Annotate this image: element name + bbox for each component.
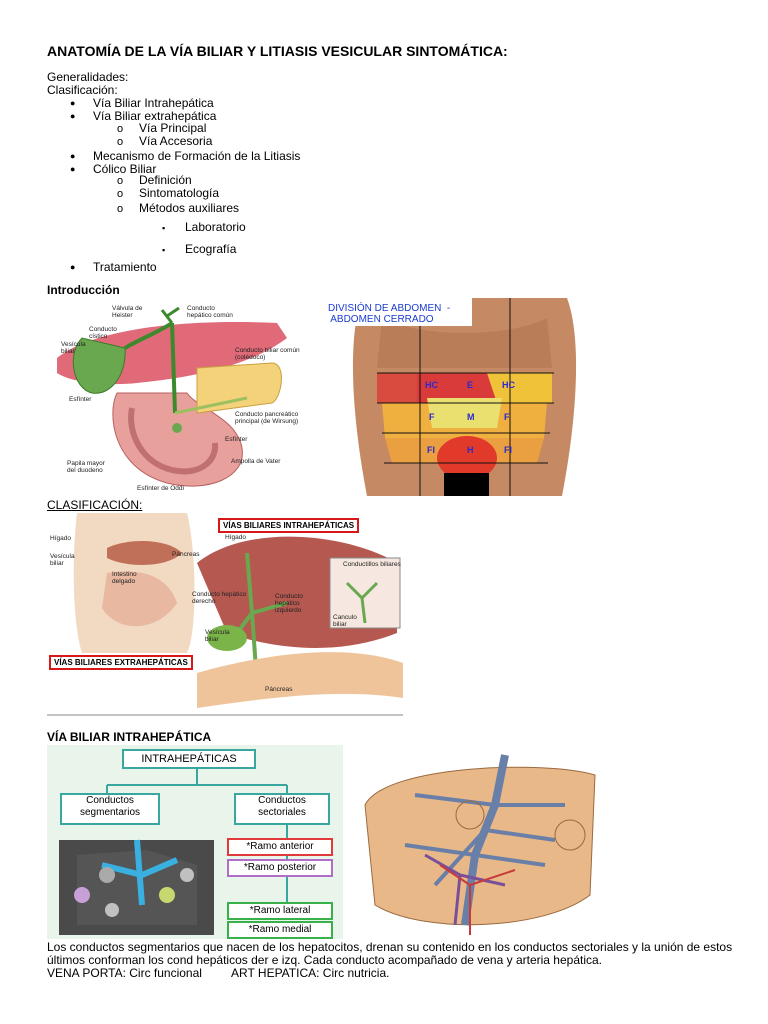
label-esfinter: Esfínter	[69, 396, 92, 403]
generalidades-label: Generalidades:	[47, 70, 129, 84]
bullet-disc: ●	[70, 98, 76, 108]
region-hc-right: HC	[502, 380, 515, 390]
classification-illustration	[47, 513, 403, 716]
intrahepatic-schema-figure: INTRAHEPÁTICAS Conductos segmentarios Co…	[47, 745, 343, 939]
abdomen-division-figure: DIVISIÓN DE ABDOMEN - ABDOMEN CERRADO HC…	[322, 298, 607, 496]
label-intestino-delgado: Intestino delgado	[112, 571, 137, 585]
bullet-square: ▪	[162, 245, 166, 255]
label-conducto-hepatico-comun: Conducto hepático común	[187, 305, 233, 319]
region-f-left: F	[429, 412, 435, 422]
label-esfinter: Esfínter	[225, 436, 248, 443]
abdomen-caption: DIVISIÓN DE ABDOMEN - ABDOMEN CERRADO	[328, 303, 451, 325]
region-h: H	[467, 445, 474, 455]
bullet-square: ▪	[162, 223, 166, 233]
label-vesicula-biliar: Vesícula biliar	[205, 629, 230, 643]
bullet-circle: o	[117, 136, 124, 148]
segmentarios-box: Conductos segmentarios	[60, 793, 160, 825]
bullet-disc: ●	[70, 262, 76, 272]
via-intrahepatica-heading: VÍA BILIAR INTRAHEPÁTICA	[47, 730, 212, 744]
label-valvula-heister: Válvula de Heister	[112, 305, 143, 319]
vena-porta-text: VENA PORTA: Circ funcional	[47, 966, 202, 980]
biliary-anatomy-illustration	[47, 298, 319, 496]
clasificacion-heading: CLASIFICACIÓN:	[47, 498, 143, 512]
abdomen-illustration	[322, 298, 607, 496]
region-e: E	[467, 380, 474, 390]
biliary-anatomy-figure: Válvula de Heister Conducto hepático com…	[47, 298, 319, 496]
label-coledoco: Conducto biliar común (colédoco)	[235, 347, 300, 361]
ramo-medial-box: *Ramo medial	[227, 921, 333, 939]
outline-item: Definición	[139, 173, 192, 187]
ramo-posterior-box: *Ramo posterior	[227, 859, 333, 877]
extrahepatic-label-box: VÍAS BILIARES EXTRAHEPÁTICAS	[49, 655, 193, 670]
outline-item: Ecografía	[185, 242, 237, 256]
intrahepatic-label-box: VÍAS BILIARES INTRAHEPÁTICAS	[218, 518, 360, 533]
outline-item: Vía Biliar extrahepática	[93, 109, 217, 123]
ramo-lateral-box: *Ramo lateral	[227, 902, 333, 920]
outline-item: Métodos auxiliares	[139, 201, 240, 215]
label-esfinter-oddi: Esfínter de Oddi	[137, 485, 184, 492]
bullet-circle: o	[117, 188, 124, 200]
sectoriales-box: Conductos sectoriales	[234, 793, 330, 825]
paragraph-line: Los conductos segmentarios que nacen de …	[47, 940, 733, 954]
label-conducto-cistico: Conducto cístico	[89, 326, 117, 340]
liver-vascular-figure	[345, 745, 610, 939]
label-higado: Hígado	[225, 534, 246, 541]
schema-connectors	[59, 765, 288, 935]
label-vesicula-biliar: Vesícula biliar	[61, 341, 86, 355]
page-title: ANATOMÍA DE LA VÍA BILIAR Y LITIASIS VES…	[47, 43, 508, 59]
region-hc-left: HC	[425, 380, 438, 390]
label-vesicula-biliar: Vesícula biliar	[50, 553, 75, 567]
classification-figure: VÍAS BILIARES INTRAHEPÁTICAS VÍAS BILIAR…	[47, 513, 403, 716]
bullet-disc: ●	[70, 151, 76, 161]
label-hepatico-izquierdo: Conducto hepático izquierdo	[275, 593, 303, 614]
label-pancreas: Páncreas	[172, 551, 200, 558]
label-hepatico-derecho: Conducto hepático derecho	[192, 591, 247, 605]
label-papila-mayor: Papila mayor del duodeno	[67, 460, 105, 474]
ramo-anterior-box: *Ramo anterior	[227, 838, 333, 856]
paragraph-line: últimos conforman los cond hepáticos der…	[47, 953, 602, 967]
region-fi-left: FI	[427, 445, 435, 455]
introduccion-heading: Introducción	[47, 283, 120, 297]
bullet-circle: o	[117, 175, 124, 187]
region-f-right: F	[504, 412, 510, 422]
region-fi-right: FI	[504, 445, 512, 455]
bullet-disc: ●	[70, 111, 76, 121]
outline-item: Sintomatología	[139, 186, 220, 200]
label-ampolla-vater: Ampolla de Vater	[231, 458, 281, 465]
outline-item: Vía Biliar Intrahepática	[93, 96, 214, 110]
outline-item: Laboratorio	[185, 220, 246, 234]
outline-item: Cólico Biliar	[93, 162, 157, 176]
label-conductillos: Conductillos biliares	[343, 561, 401, 568]
region-m: M	[467, 412, 475, 422]
outline-item: Mecanismo de Formación de la Litiasis	[93, 149, 301, 163]
liver-vascular-illustration	[345, 745, 610, 939]
bullet-disc: ●	[70, 164, 76, 174]
intrahepaticas-box: INTRAHEPÁTICAS	[122, 749, 256, 769]
label-pancreas: Páncreas	[265, 686, 293, 693]
label-canculo-biliar: Canculo biliar	[333, 614, 357, 628]
label-wirsung: Conducto pancreático principal (de Wirsu…	[235, 411, 299, 425]
outline-item: Vía Accesoria	[139, 134, 213, 148]
arteria-hepatica-text: ART HEPATICA: Circ nutricia.	[231, 966, 390, 980]
bullet-circle: o	[117, 123, 124, 135]
bullet-circle: o	[117, 203, 124, 215]
outline-item: Vía Principal	[139, 121, 207, 135]
label-higado: Hígado	[50, 535, 71, 542]
outline-item: Tratamiento	[93, 260, 157, 274]
clasificacion-label: Clasificación:	[47, 83, 118, 97]
